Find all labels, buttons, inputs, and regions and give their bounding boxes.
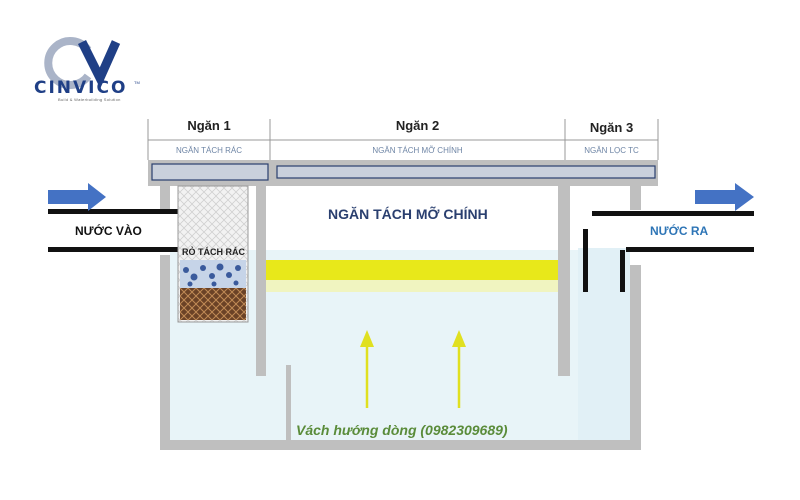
main-chamber-label: NGĂN TÁCH MỠ CHÍNH <box>328 206 488 222</box>
logo-wordmark: CINVICO <box>34 78 128 98</box>
flow-arrow-icon <box>360 330 374 408</box>
outlet-pipe <box>583 211 754 292</box>
logo-trademark: TM <box>134 80 140 85</box>
baffle-label: Vách hướng dòng (0982309689) <box>296 422 508 438</box>
header-table <box>147 119 659 160</box>
chamber-1-subtitle: NGĂN TÁCH RÁC <box>175 146 243 155</box>
inlet-pipe <box>48 209 178 252</box>
grease-layer-glow <box>266 280 558 292</box>
outlet-arrow-icon <box>695 183 754 211</box>
outlet-label: NƯỚC RA <box>650 224 709 238</box>
chamber-3-title: Ngăn 3 <box>589 120 634 135</box>
grease-layer <box>266 260 558 280</box>
basket-label: RỎ TÁCH RÁC <box>182 247 245 257</box>
trash-basket <box>177 185 249 323</box>
chamber-3-subtitle: NGĂN LỌC TC <box>584 146 639 155</box>
tank-top-slab <box>148 160 658 186</box>
chamber-1-title: Ngăn 1 <box>187 118 231 133</box>
chamber-2-subtitle: NGĂN TÁCH MỠ CHÍNH <box>372 146 463 155</box>
flow-arrow-icon <box>452 330 466 408</box>
logo-tagline: Build & Waterbuilding Solution <box>58 97 121 102</box>
cinvico-logo-icon <box>44 37 121 89</box>
inlet-arrow-icon <box>48 183 106 211</box>
tank-walls <box>160 186 641 450</box>
chamber-2-title: Ngăn 2 <box>395 118 440 133</box>
inlet-label: NƯỚC VÀO <box>75 224 142 238</box>
